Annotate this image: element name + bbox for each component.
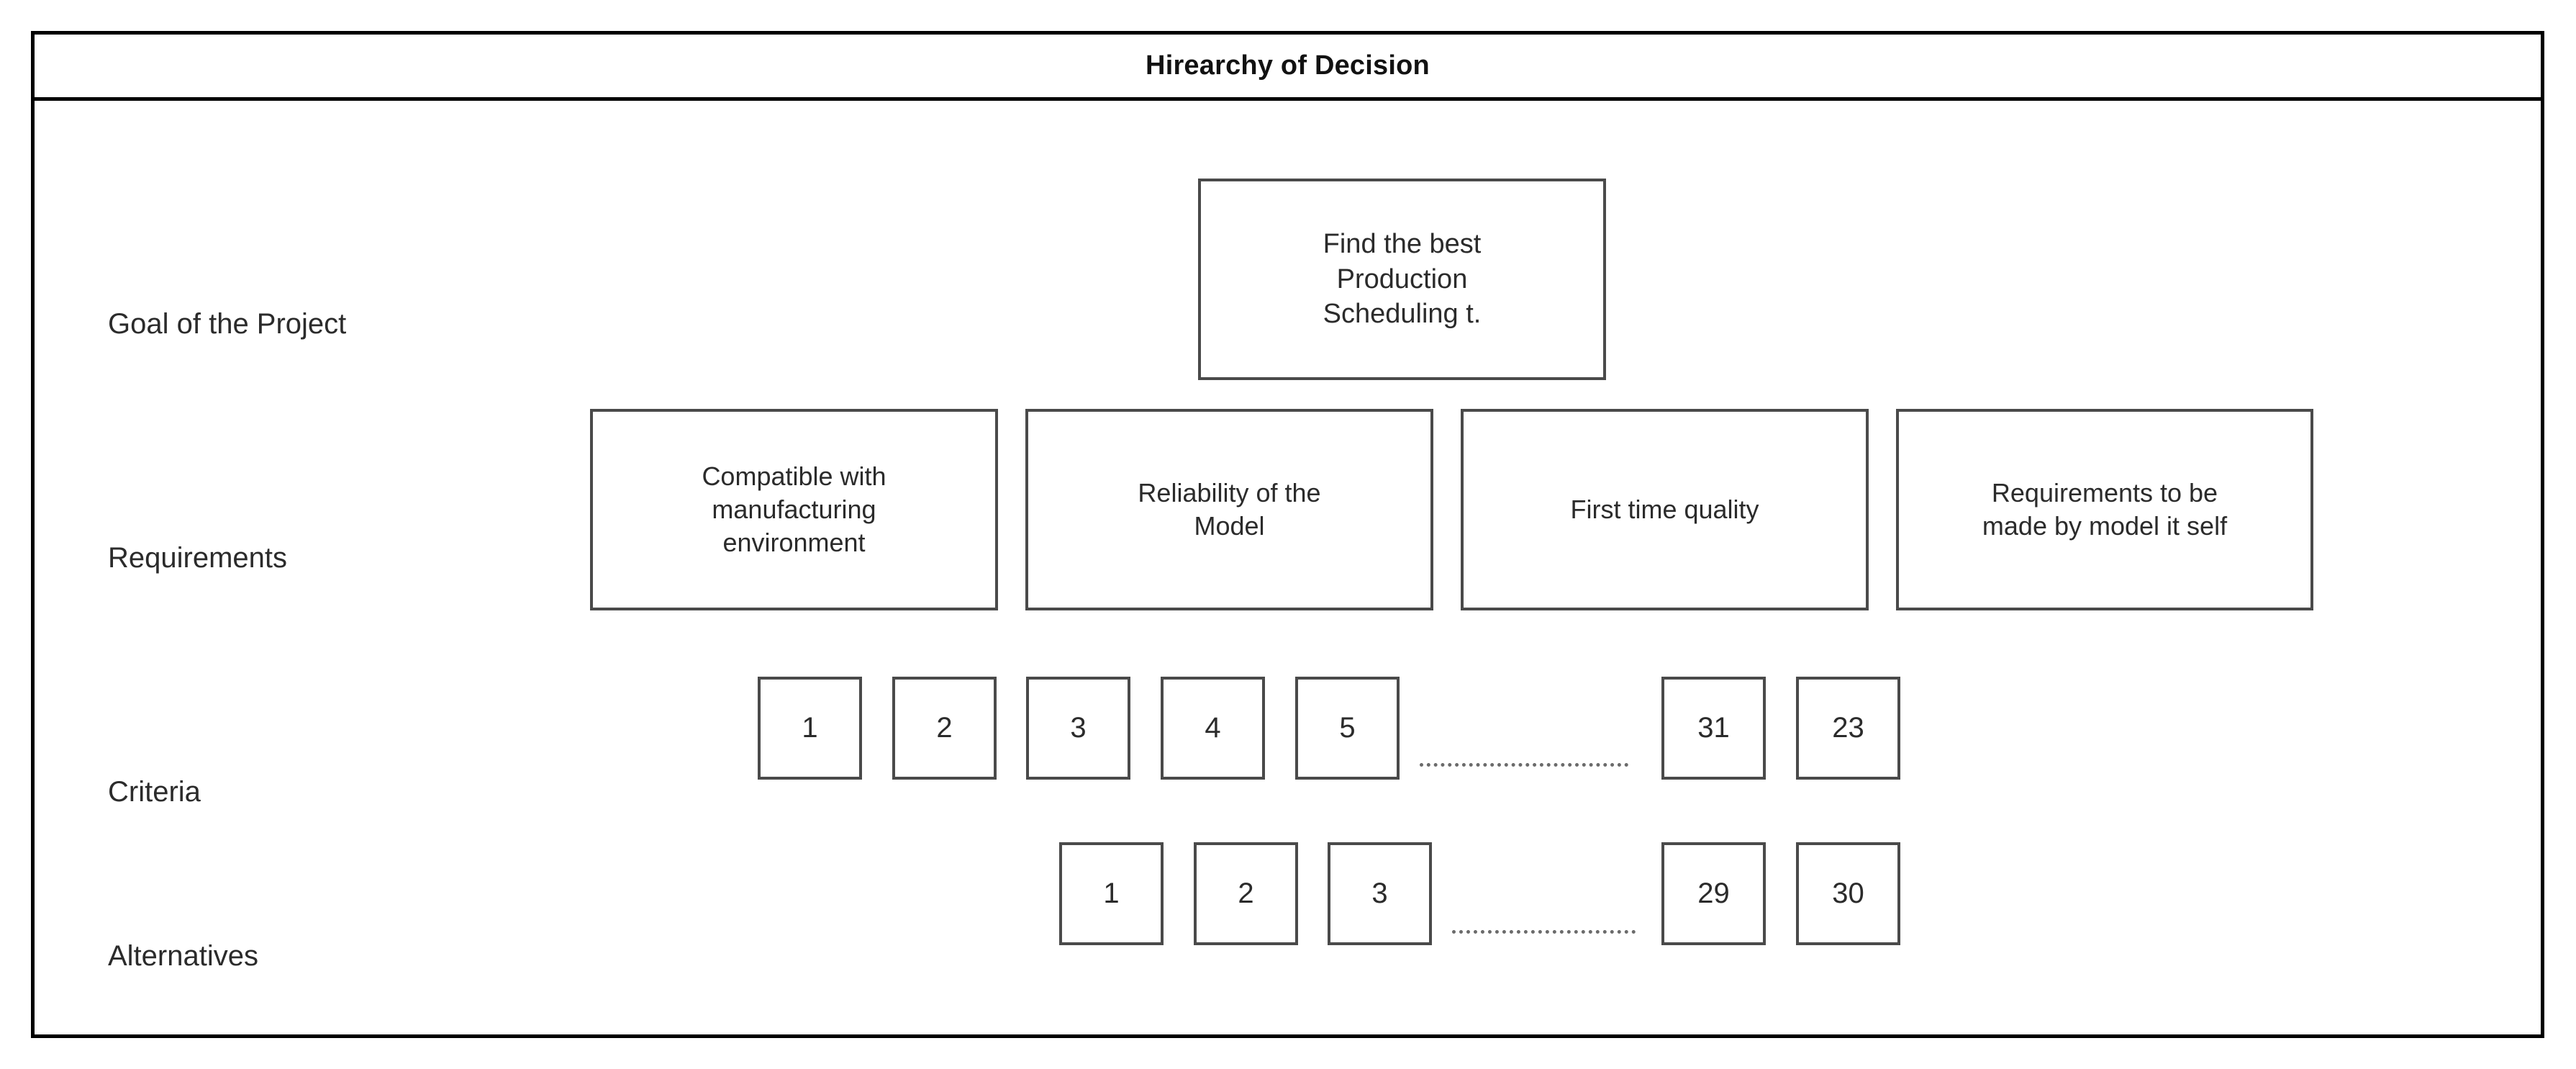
- requirement-node-2[interactable]: Reliability of the Model: [1025, 409, 1433, 610]
- alternative-node[interactable]: 29: [1661, 842, 1766, 945]
- requirement-node-4-label: Requirements to be made by model it self: [1982, 477, 2228, 541]
- row-label-alternatives: Alternatives: [108, 940, 258, 972]
- alternative-node[interactable]: 3: [1328, 842, 1432, 945]
- criteria-node-label: 2: [936, 711, 953, 744]
- criteria-node[interactable]: 3: [1026, 677, 1130, 780]
- alternative-node[interactable]: 1: [1059, 842, 1164, 945]
- alternative-node[interactable]: 2: [1194, 842, 1298, 945]
- goal-node[interactable]: Find the best Production Scheduling t.: [1198, 179, 1606, 380]
- row-label-requirements: Requirements: [108, 542, 288, 574]
- criteria-node-label: 23: [1832, 711, 1864, 744]
- requirement-node-3-label: First time quality: [1570, 494, 1759, 524]
- criteria-node[interactable]: 2: [892, 677, 997, 780]
- criteria-node-label: 5: [1339, 711, 1356, 744]
- diagram-title-bar: Hirearchy of Decision: [35, 35, 2541, 101]
- alternative-node[interactable]: 30: [1796, 842, 1900, 945]
- diagram-title: Hirearchy of Decision: [1146, 50, 1430, 81]
- row-label-criteria: Criteria: [108, 776, 201, 808]
- criteria-node[interactable]: 4: [1161, 677, 1265, 780]
- requirement-node-1[interactable]: Compatible with manufacturing environmen…: [590, 409, 998, 610]
- criteria-node[interactable]: 23: [1796, 677, 1900, 780]
- goal-node-label: Find the best Production Scheduling t.: [1323, 229, 1482, 330]
- criteria-node-label: 31: [1697, 711, 1730, 744]
- alternative-node-label: 1: [1103, 877, 1120, 909]
- alternative-node-label: 2: [1238, 877, 1254, 909]
- diagram-body: Goal of the Project Requirements Criteri…: [35, 101, 2541, 1034]
- requirement-node-1-label: Compatible with manufacturing environmen…: [702, 461, 886, 558]
- row-label-goal: Goal of the Project: [108, 308, 347, 340]
- requirement-node-3[interactable]: First time quality: [1461, 409, 1869, 610]
- criteria-node-label: 4: [1205, 711, 1221, 744]
- criteria-ellipsis-connector: [1420, 763, 1628, 767]
- criteria-node[interactable]: 31: [1661, 677, 1766, 780]
- criteria-node[interactable]: 1: [758, 677, 862, 780]
- requirement-node-2-label: Reliability of the Model: [1138, 477, 1321, 541]
- alternative-node-label: 3: [1371, 877, 1388, 909]
- requirement-node-4[interactable]: Requirements to be made by model it self: [1896, 409, 2313, 610]
- hierarchy-diagram-frame: Hirearchy of Decision Goal of the Projec…: [31, 31, 2544, 1038]
- alternative-node-label: 29: [1697, 877, 1730, 909]
- alternative-node-label: 30: [1832, 877, 1864, 909]
- alternatives-ellipsis-connector: [1452, 930, 1636, 934]
- criteria-node-label: 1: [802, 711, 818, 744]
- criteria-node-label: 3: [1070, 711, 1087, 744]
- criteria-node[interactable]: 5: [1295, 677, 1400, 780]
